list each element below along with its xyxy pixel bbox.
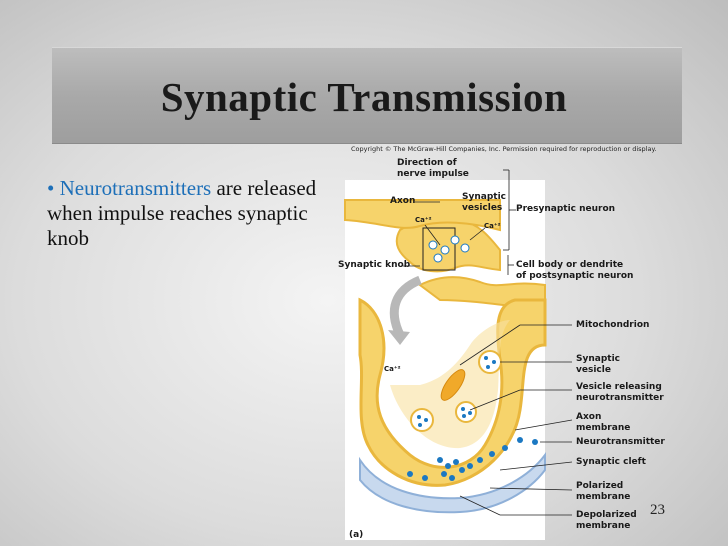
synaptic-vesicle-shape — [410, 408, 434, 432]
vesicle-mini — [440, 245, 450, 255]
neurotransmitter-dot — [459, 467, 465, 473]
synaptic-vesicle-shape — [455, 401, 477, 423]
mitochondrion-shape — [440, 369, 466, 401]
axon-shape — [344, 199, 501, 232]
label-ca-top-left: Ca⁺² — [415, 216, 432, 224]
label-synaptic-knob: Synaptic knob — [338, 260, 411, 270]
neurotransmitter-dot — [461, 407, 465, 411]
page-number: 23 — [650, 502, 665, 518]
neurotransmitter-dot — [467, 463, 473, 469]
label-ca-mid: Ca⁺² — [384, 365, 401, 373]
neurotransmitter-dot — [532, 439, 538, 445]
neurotransmitter-dot — [489, 451, 495, 457]
neurotransmitter-dot — [449, 475, 455, 481]
label-presynaptic-neuron: Presynaptic neuron — [516, 204, 616, 214]
zoom-arrow-head — [388, 330, 410, 345]
neurotransmitter-dot — [484, 356, 488, 360]
neurotransmitter-dot — [418, 423, 422, 427]
slide-title: Synaptic Transmission — [160, 74, 568, 120]
neurotransmitter-dot — [462, 414, 466, 418]
synaptic-vesicle-shape — [478, 350, 502, 374]
vesicle-mini — [428, 240, 438, 250]
vesicle-mini — [460, 243, 470, 253]
title-bar — [52, 47, 682, 144]
neurotransmitter-dot — [445, 463, 451, 469]
neurotransmitter-dot — [422, 475, 428, 481]
neurotransmitter-dot — [437, 457, 443, 463]
label-panel: (a) — [349, 530, 364, 540]
copyright-notice: Copyright © The McGraw-Hill Companies, I… — [351, 145, 657, 153]
leader-lines — [403, 169, 573, 516]
neurotransmitter-dot — [517, 437, 523, 443]
vesicle-mini — [433, 253, 443, 263]
neurotransmitter-dot — [477, 457, 483, 463]
neurotransmitter-dot — [424, 418, 428, 422]
vesicle-mini — [450, 235, 460, 245]
label-axon: Axon — [390, 196, 416, 206]
postsynaptic-membrane — [359, 452, 546, 514]
zoom-box — [422, 227, 456, 271]
label-neurotransmitter: Neurotransmitter — [576, 437, 665, 447]
bullet-dot-icon: • — [47, 176, 60, 200]
neurotransmitter-dot — [407, 471, 413, 477]
label-mitochondrion: Mitochondrion — [576, 320, 650, 330]
neurotransmitter-dot — [486, 365, 490, 369]
neurotransmitter-dot — [492, 360, 496, 364]
neurotransmitter-dot — [453, 459, 459, 465]
zoom-arrow — [389, 275, 422, 337]
neurotransmitter-dot — [441, 471, 447, 477]
neurotransmitter-dot — [468, 411, 472, 415]
bullet-keyword: Neurotransmitters — [59, 176, 212, 200]
neurotransmitter-dot — [417, 415, 421, 419]
neurotransmitter-dot — [502, 445, 508, 451]
label-ca-top-right: Ca⁺² — [484, 222, 501, 230]
label-synaptic-cleft: Synaptic cleft — [576, 457, 646, 467]
neurotransmitter-cluster — [407, 437, 538, 481]
bullet-text: are released when impulse reaches synapt… — [47, 176, 317, 250]
bullet-point: • Neurotransmitters are released when im… — [47, 176, 327, 251]
